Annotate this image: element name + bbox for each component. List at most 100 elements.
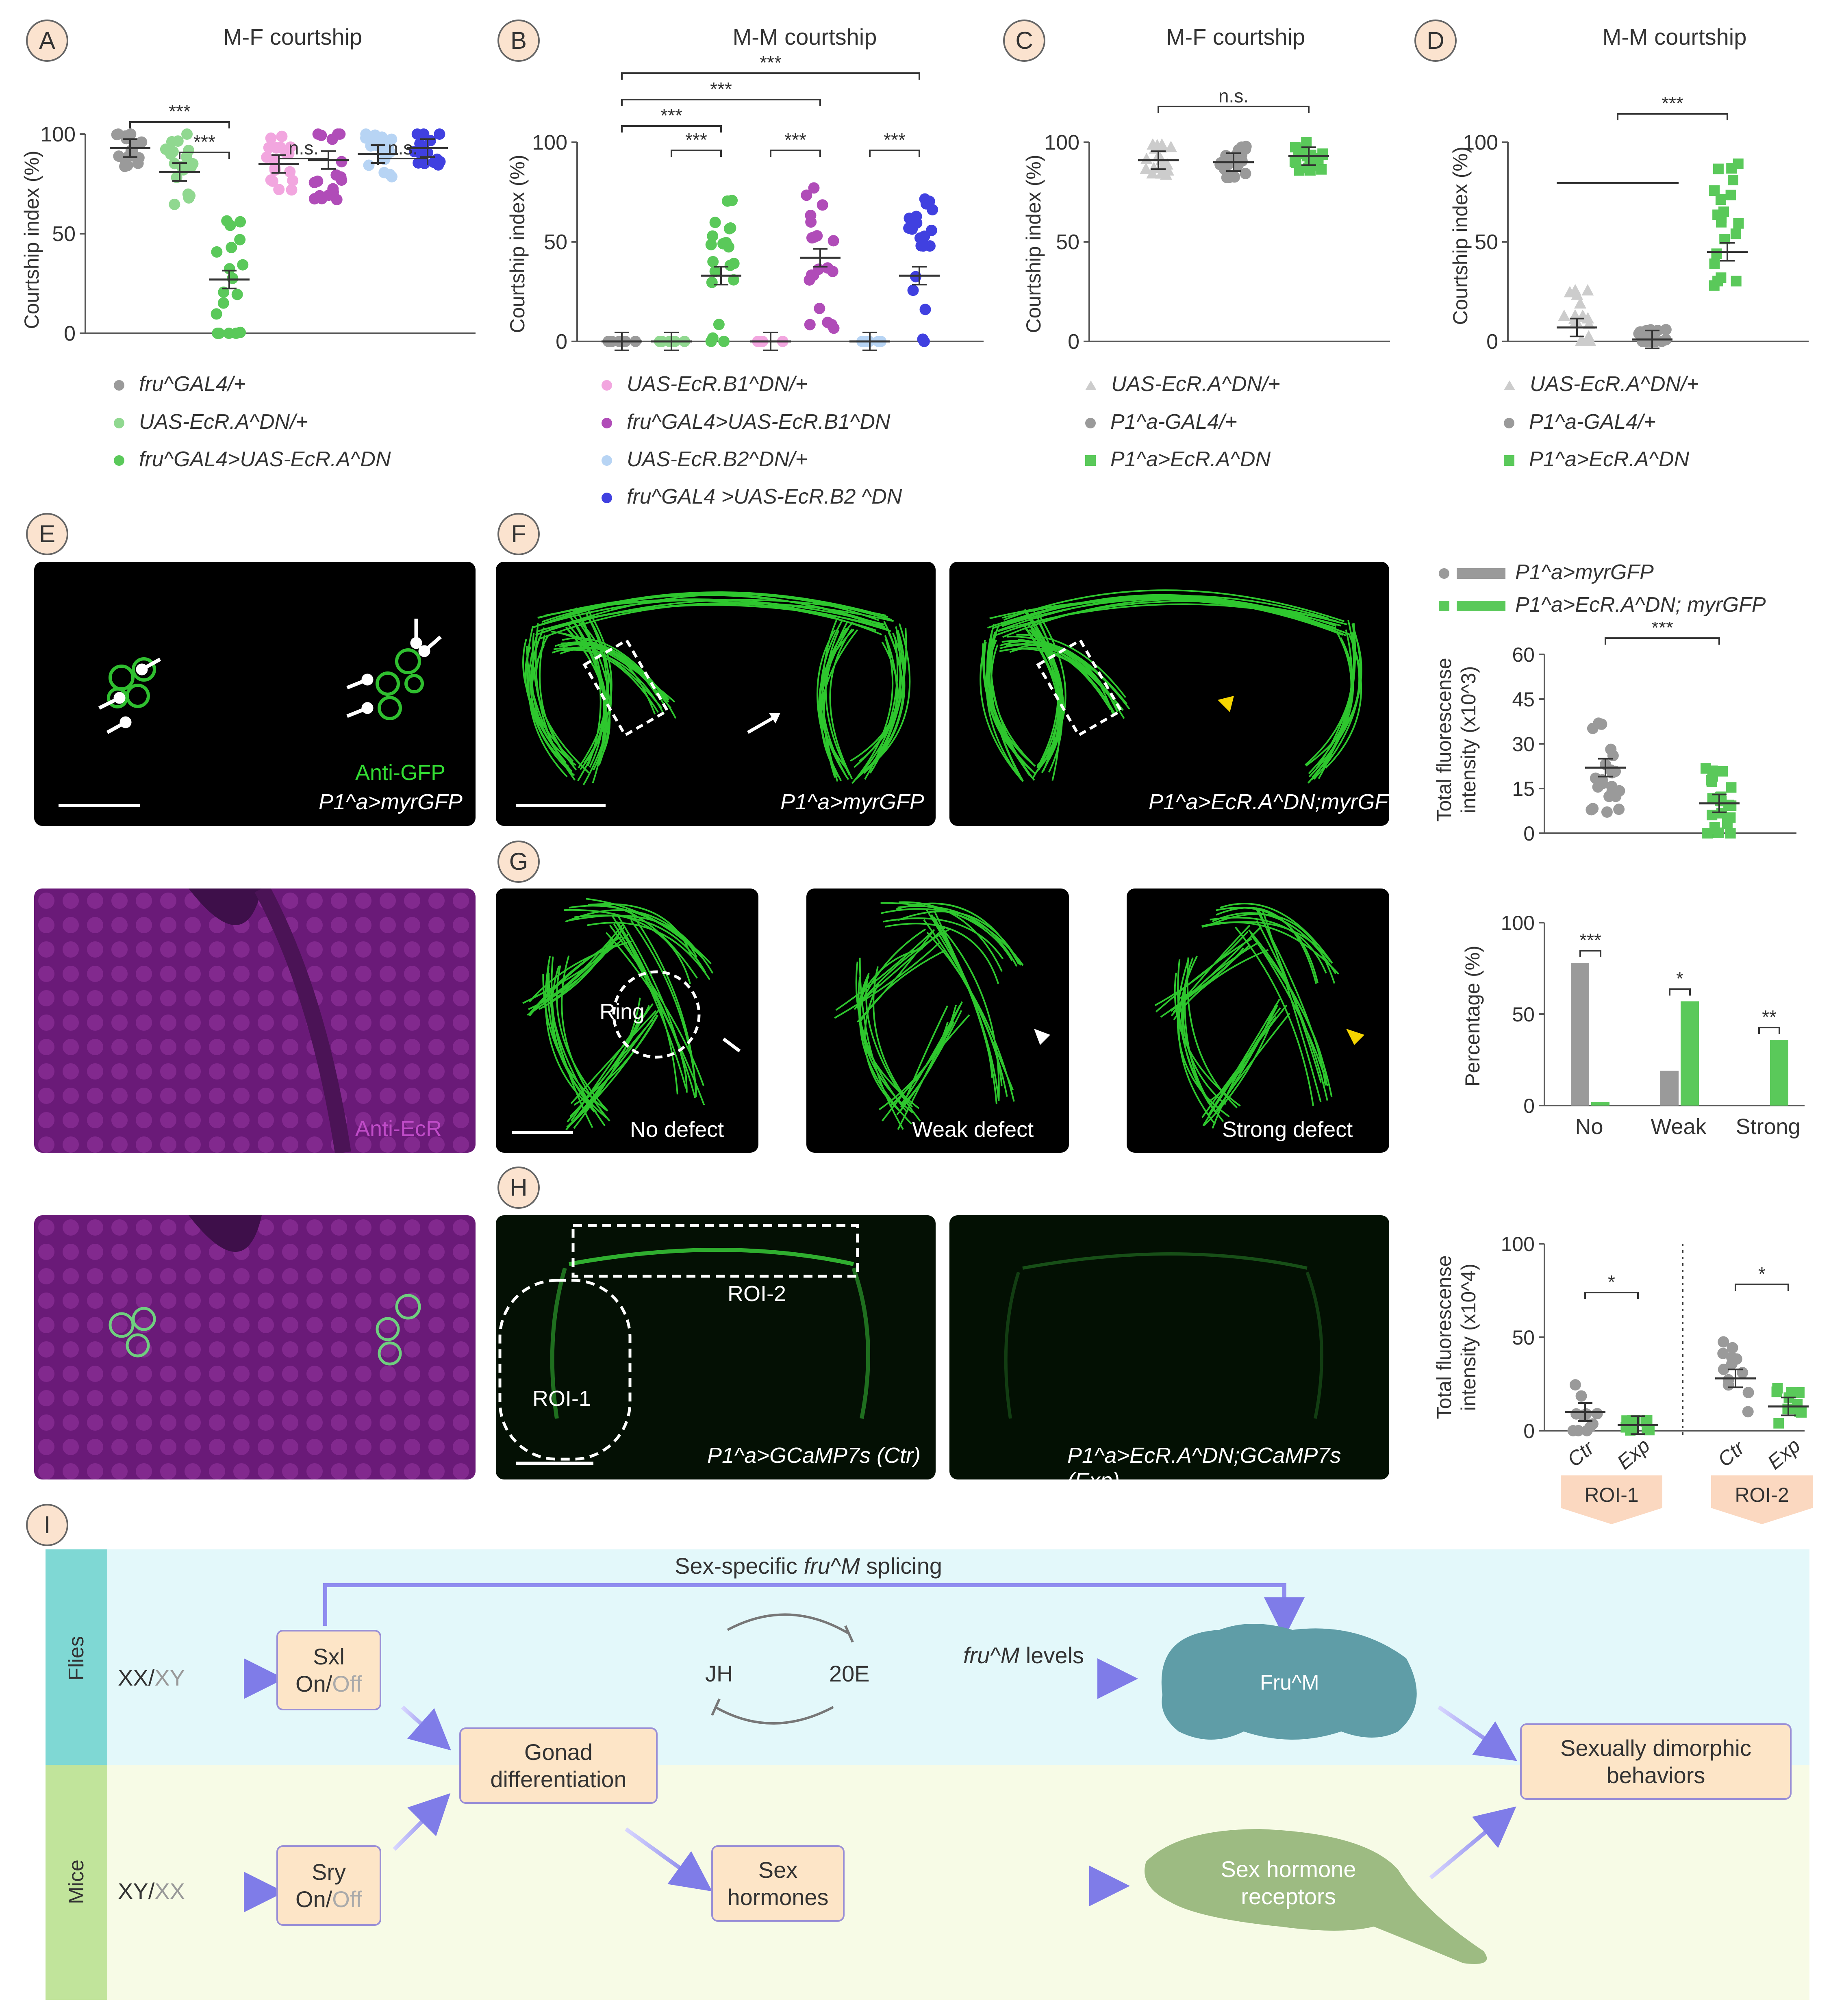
- chart-f-ytick-label: 0: [1523, 822, 1535, 845]
- chart-b-ytick-label: 100: [532, 131, 567, 154]
- chart-h-sig-label: *: [1758, 1263, 1766, 1284]
- legend-a-item-1: fru^GAL4/+: [114, 372, 246, 396]
- chart-f-quant: Total fluorescense intensity (x10^3) 015…: [1433, 622, 1796, 845]
- chart-f-bracket: [1605, 637, 1720, 645]
- neuron-fiber: [1177, 960, 1230, 1118]
- chart-a-group-point: [413, 157, 424, 169]
- chart-b-group-point: [919, 230, 930, 242]
- chart-a-group-point: [273, 184, 285, 196]
- chart-a-group-point: [418, 128, 430, 140]
- gonad-box: Gonad differentiation: [459, 1727, 658, 1804]
- neuron-fiber: [889, 1021, 949, 1107]
- neuron-fiber: [1216, 907, 1317, 984]
- chart-a-group-point: [335, 171, 347, 183]
- neuron-arbor: [980, 589, 1362, 784]
- chart-a-group-point: [336, 156, 348, 167]
- neuron-fiber: [1154, 931, 1249, 1006]
- chart-h-roi-label: ROI-1: [1584, 1484, 1638, 1506]
- chart-h-group-point: [1717, 1347, 1729, 1359]
- g-ring-label: Ring: [599, 999, 645, 1024]
- e-ecr-stain: Anti-EcR: [355, 1117, 442, 1141]
- chart-c-group-point: [1165, 141, 1177, 152]
- neuron-fiber: [528, 944, 615, 1015]
- chart-d-group-point: [1727, 174, 1738, 185]
- chart-h-roi-label: ROI-2: [1735, 1484, 1789, 1506]
- behaviors-box: Sexually dimorphic behaviors: [1520, 1723, 1792, 1800]
- chart-b-group-point: [728, 274, 739, 286]
- chart-a-group-point: [185, 161, 197, 173]
- chart-d-group-point: [1709, 185, 1720, 196]
- neuron-fiber: [817, 629, 836, 769]
- chart-g-sig-label: **: [1762, 1006, 1777, 1028]
- g-strong-defect-label: Strong defect: [1222, 1117, 1353, 1142]
- legend-b-item-3: UAS-EcR.B2^DN/+: [602, 447, 808, 471]
- chart-b-group-point: [723, 223, 735, 235]
- h-roi1-label: ROI-1: [532, 1386, 591, 1411]
- frum-label: Fru^M: [1260, 1671, 1319, 1694]
- chart-b-group-point: [706, 276, 718, 288]
- chart-a-bracket: [278, 158, 329, 165]
- neuron-fiber: [825, 630, 850, 776]
- arrowhead-icon: [361, 673, 374, 686]
- chart-g-bar: [1591, 1102, 1609, 1106]
- yellow-arrowhead-icon: [1346, 1029, 1364, 1045]
- neuron-fiber: [1256, 920, 1328, 1101]
- chart-f-ytick-label: 45: [1512, 688, 1535, 711]
- chart-h-group-point: [1727, 1342, 1738, 1353]
- image-f-control: P1^a>myrGFP: [496, 562, 936, 826]
- chart-h-quant: Total fluorescense intensity (x10^4) 050…: [1433, 1233, 1813, 1524]
- chart-a-group-point: [386, 171, 397, 182]
- neuron-fiber: [834, 941, 940, 1019]
- chart-b-group-point: [919, 304, 931, 315]
- chart-a-group-point: [160, 143, 172, 155]
- neuron-fiber: [835, 931, 933, 1011]
- legend-c-item-2: P1^a-GAL4/+: [1085, 410, 1237, 434]
- image-e-gfp: Anti-GFP P1^a>myrGFP: [34, 562, 476, 826]
- neuron-fiber: [999, 648, 1124, 711]
- chart-a-group-point: [226, 241, 237, 253]
- chart-b-sig-label: ***: [685, 129, 707, 150]
- legend-c-item-3: P1^a>EcR.A^DN: [1085, 447, 1271, 471]
- image-g-strong-defect: Strong defect: [1127, 889, 1389, 1153]
- neuron-fiber: [854, 630, 906, 768]
- neuron-fiber: [1003, 589, 1345, 622]
- chart-a-ytick-label: 50: [52, 222, 76, 246]
- chart-f-group-point: [1725, 828, 1736, 839]
- neuron-fiber: [897, 905, 1018, 967]
- chart-h-group-point: [1742, 1387, 1754, 1399]
- neuron-fiber: [990, 644, 1022, 780]
- chart-a-group-point: [181, 128, 193, 140]
- neuron-fiber: [611, 915, 696, 1098]
- h-control-genotype: P1^a>GCaMP7s (Ctr): [707, 1443, 921, 1468]
- chart-a-bracket: [179, 152, 230, 159]
- neuron-fiber: [538, 594, 884, 627]
- flies-tab: [46, 1549, 107, 1765]
- chart-f-group-point: [1715, 791, 1726, 802]
- chart-b-group-point: [709, 217, 721, 228]
- neuron-fiber: [1017, 641, 1127, 705]
- neuron-fiber: [850, 641, 899, 762]
- chart-d-group-point: [1583, 317, 1595, 329]
- chart-f-group-point: [1713, 827, 1724, 838]
- chart-h-ytick-label: 0: [1523, 1420, 1535, 1442]
- chart-d-group-point: [1576, 335, 1588, 346]
- neuron-fiber: [564, 909, 691, 984]
- chart-b-group-point: [713, 319, 725, 330]
- chart-g-sig-label: ***: [1579, 930, 1601, 951]
- chart-b-bracket: [621, 99, 821, 106]
- chart-c-ytick-label: 0: [1068, 330, 1079, 354]
- legend-d-item-3: P1^a>EcR.A^DN: [1504, 447, 1689, 471]
- chart-b-group-point: [721, 195, 733, 207]
- hormones-box: Sex hormones: [711, 1845, 845, 1922]
- legend-c-item-1: UAS-EcR.A^DN/+: [1085, 372, 1280, 396]
- neuron-fiber: [881, 908, 1024, 966]
- image-f-exp: P1^a>EcR.A^DN;myrGFP: [949, 562, 1389, 826]
- chart-d-group-point: [1564, 286, 1576, 298]
- chart-f-group-point: [1596, 718, 1607, 730]
- neuron-fiber: [1325, 636, 1362, 769]
- panel-letter-e: E: [26, 513, 68, 555]
